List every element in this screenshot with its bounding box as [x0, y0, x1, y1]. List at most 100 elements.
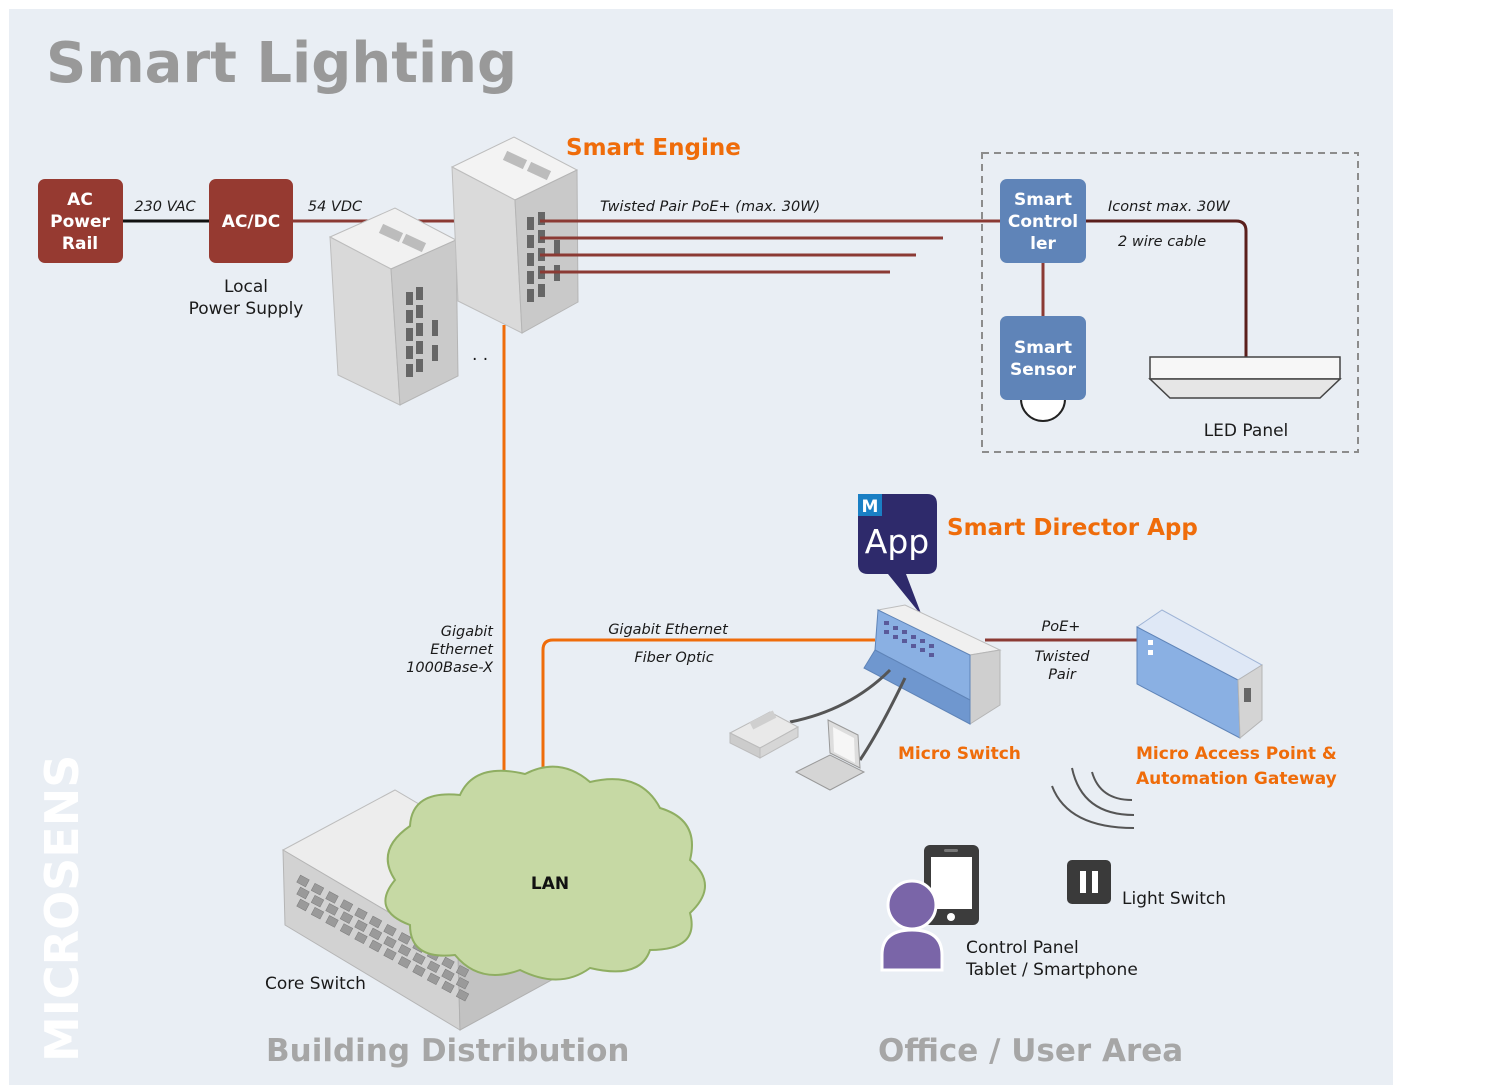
core-switch-port [368, 927, 383, 941]
core-switch-port [426, 960, 441, 974]
core-switch-port [455, 976, 470, 990]
fiber-label-bottom: Fiber Optic [634, 650, 713, 666]
user-avatar-icon [880, 879, 944, 972]
control-panel-label-1: Control Panel [966, 938, 1079, 958]
app-icon-label: App [865, 522, 929, 561]
core-switch-port [296, 898, 310, 912]
core-switch-port [397, 956, 412, 969]
core-switch-port [354, 907, 368, 921]
smart-engine-device-front [450, 136, 579, 334]
uplink-label-2: Ethernet [430, 642, 494, 658]
vdc-label: 54 VDC [308, 199, 363, 215]
core-switch-port [383, 923, 397, 937]
core-switch-port [325, 915, 339, 928]
app-icon: M App [858, 494, 937, 616]
lan-label: LAN [531, 874, 569, 894]
local-supply-label-2: Power Supply [189, 299, 304, 319]
acdc-label: AC/DC [222, 212, 280, 232]
smart-sensor-label-2: Sensor [1010, 360, 1077, 380]
core-switch-port [383, 947, 397, 961]
uplink-label-3: 1000Base-X [406, 660, 494, 676]
led-panel-label: LED Panel [1204, 421, 1289, 441]
right-edge-stripes [1402, 0, 1467, 1085]
ac-power-rail-label-1: AC [67, 190, 93, 210]
core-switch-port [296, 874, 310, 888]
two-wire-cable-label: 2 wire cable [1118, 234, 1206, 250]
laptop-icon [794, 719, 866, 791]
smart-sensor-label-1: Smart [1014, 338, 1072, 358]
more-engines-dots: . . [472, 345, 488, 365]
core-switch-port [455, 988, 470, 1002]
wifi-signal-icon [1051, 767, 1135, 829]
tablet-icon [924, 845, 979, 925]
lan-cloud [384, 765, 706, 981]
micro-switch-device [863, 604, 1002, 725]
core-switch-port [310, 906, 325, 920]
acdc-box [209, 179, 293, 263]
core-switch-port [339, 923, 354, 936]
twisted-pair-poe-label: Twisted Pair PoE+ (max. 30W) [600, 199, 820, 215]
desk-phone-icon [728, 710, 800, 759]
smart-controller-box [1000, 179, 1086, 263]
core-switch-port [296, 886, 310, 900]
smart-controller-label-3: ler [1030, 234, 1056, 254]
section-office-user-area: Office / User Area [878, 1033, 1183, 1069]
core-switch-port [412, 952, 426, 965]
core-switch-ports [296, 874, 470, 1002]
smart-controller-label-2: Control [1008, 212, 1078, 232]
iconst-label: Iconst max. 30W [1108, 199, 1230, 215]
core-switch-port [441, 980, 455, 994]
control-panel-label-2: Tablet / Smartphone [965, 960, 1138, 980]
core-switch-port [325, 891, 339, 904]
access-point-label-2: Automation Gateway [1136, 769, 1337, 789]
ac-power-rail-label-3: Rail [62, 234, 98, 254]
smart-director-app-title: Smart Director App [947, 515, 1198, 541]
core-switch-port [441, 956, 455, 970]
core-switch-port [441, 968, 455, 982]
poe-label-3: Pair [1048, 667, 1077, 683]
smart-controller-label-1: Smart [1014, 190, 1072, 210]
core-switch-port [354, 919, 368, 933]
smart-sensor-box [1000, 316, 1086, 400]
access-point-device [1136, 609, 1263, 740]
core-switch-port [455, 964, 470, 978]
app-badge-letter: M [862, 497, 879, 517]
fiber-label-top: Gigabit Ethernet [608, 622, 729, 638]
led-panel-icon [1148, 356, 1342, 399]
ac-power-rail-label-2: Power [50, 212, 110, 232]
core-switch-port [339, 911, 354, 924]
core-switch-port [368, 915, 383, 929]
core-switch-port [325, 903, 339, 916]
poe-cables [540, 219, 1002, 274]
core-switch-label: Core Switch [265, 974, 366, 994]
light-switch-label: Light Switch [1122, 889, 1226, 909]
poe-label-1: PoE+ [1042, 619, 1081, 635]
led-panel-cable [1085, 219, 1248, 357]
core-switch-port [310, 882, 325, 896]
light-switch-icon [1067, 860, 1111, 904]
micro-switch-cables [789, 668, 907, 761]
core-switch-port [368, 939, 383, 953]
sensor-dome [1019, 398, 1067, 422]
brand-logo-text: MICROSENS [35, 755, 89, 1062]
access-point-label-1: Micro Access Point & [1136, 744, 1337, 764]
micro-switch-label: Micro Switch [898, 744, 1021, 764]
core-switch-port [354, 931, 368, 945]
core-switch-port [412, 964, 426, 977]
core-switch-port [426, 972, 441, 986]
core-switch-port [339, 899, 354, 912]
poe-label-2: Twisted [1035, 649, 1091, 665]
local-supply-label-1: Local [224, 277, 268, 297]
core-switch-port [397, 944, 412, 957]
vac-label: 230 VAC [134, 199, 196, 215]
smart-engine-device-back [328, 207, 459, 406]
core-switch-port [383, 935, 397, 949]
uplink-label-1: Gigabit [441, 624, 495, 640]
background-panel [9, 9, 1393, 1085]
core-switch-port [397, 932, 412, 945]
fiber-optic-cable [541, 638, 875, 778]
controller-area-border [981, 152, 1359, 453]
section-building-distribution: Building Distribution [266, 1033, 629, 1069]
